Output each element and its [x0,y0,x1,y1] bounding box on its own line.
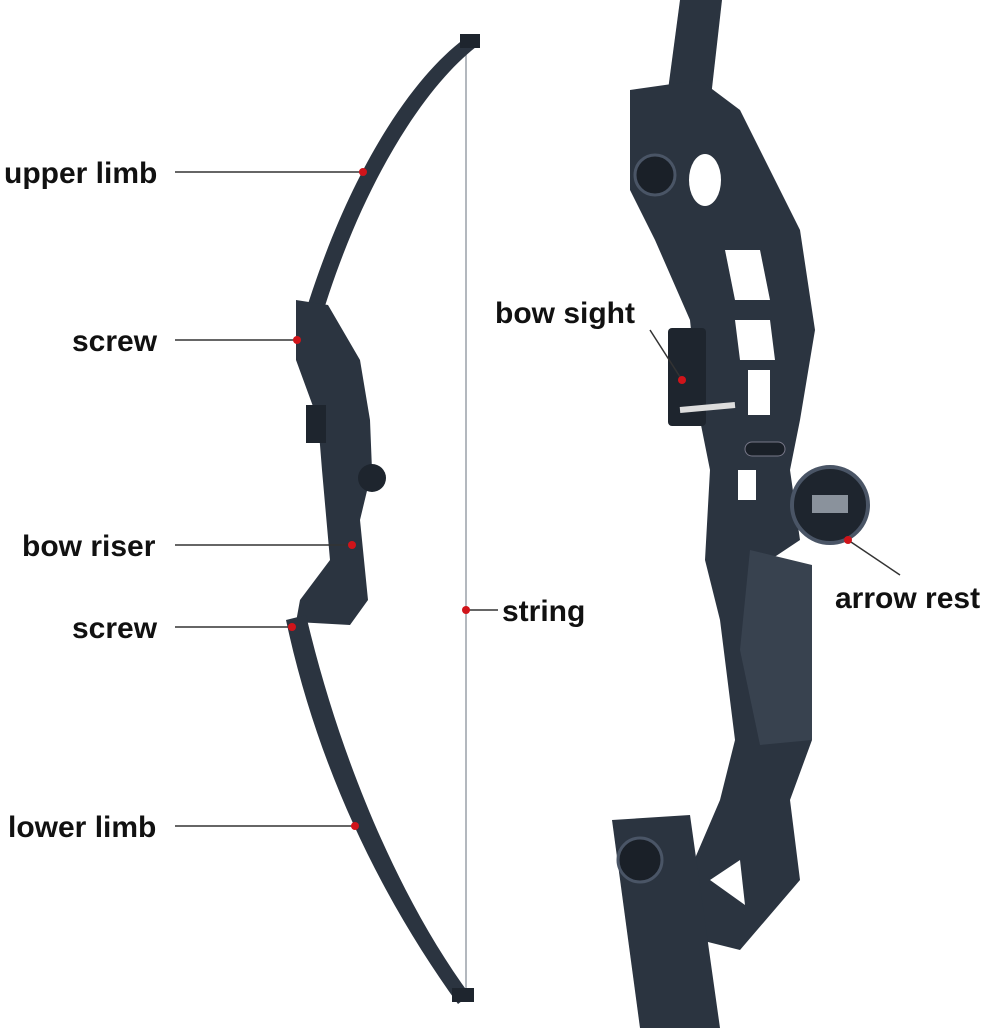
full-bow [286,34,480,1004]
upper-screw-closeup [633,153,677,197]
left-sight [306,405,326,443]
lower-limb [286,615,470,1004]
leader-lines [175,171,901,827]
lower-screw-closeup [616,836,664,884]
label-string: string [502,595,585,628]
riser-closeup [612,0,870,1028]
arrow-rest-brush [812,495,848,513]
markers [288,168,852,830]
left-bow-riser [296,300,372,625]
left-arrow-rest [358,464,386,492]
label-arrow-rest: arrow rest [835,582,980,615]
riser-cutouts [689,154,775,905]
label-upper-limb: upper limb [4,157,157,190]
grip [740,550,812,745]
label-lower-limb: lower limb [8,811,156,844]
label-bow-riser: bow riser [22,530,156,563]
label-bow-sight: bow sight [495,297,635,330]
bow-sight-pin [679,402,736,413]
upper-limb [300,36,480,336]
label-screw-top: screw [72,325,158,358]
bow-sight-plate [668,328,706,426]
upper-limb-tip [460,34,480,48]
riser-logo-badge [744,441,786,457]
label-screw-bottom: screw [72,612,158,645]
lower-limb-tip [452,988,474,1002]
